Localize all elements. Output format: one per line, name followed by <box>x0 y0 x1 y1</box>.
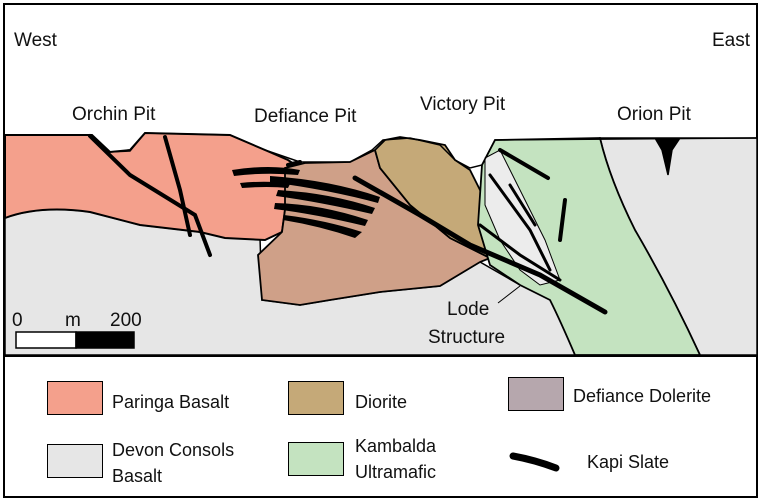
legend-label-paringa-basalt: Paringa Basalt <box>112 392 229 413</box>
legend-label-devon-consols-line2: Basalt <box>112 466 162 487</box>
legend-label-kambalda-line1: Kambalda <box>355 436 436 457</box>
legend-swatch-paringa-basalt <box>47 381 103 415</box>
legend-swatch-kambalda-ultramafic <box>288 442 344 476</box>
legend-label-diorite: Diorite <box>355 392 407 413</box>
structure-label: Structure <box>428 327 505 349</box>
kapi-slate-legend-symbol <box>513 456 556 468</box>
scale-start-label: 0 <box>12 310 23 332</box>
east-label: East <box>712 30 750 52</box>
scale-unit-label: m <box>65 310 81 332</box>
victory-pit-label: Victory Pit <box>420 94 505 116</box>
lode-label: Lode <box>447 299 489 321</box>
west-label: West <box>14 30 57 52</box>
legend-swatch-defiance-dolerite <box>508 377 564 411</box>
legend-label-defiance-dolerite: Defiance Dolerite <box>573 386 711 407</box>
orchin-pit-label: Orchin Pit <box>72 104 155 126</box>
scale-bar <box>16 332 134 348</box>
legend-label-devon-consols-line1: Devon Consols <box>112 440 234 461</box>
legend-label-kapi-slate: Kapi Slate <box>587 452 669 473</box>
scale-end-label: 200 <box>110 310 142 332</box>
legend-swatch-devon-consols-basalt <box>47 444 103 478</box>
legend-label-kambalda-line2: Ultramafic <box>355 462 436 483</box>
defiance-pit-label: Defiance Pit <box>254 106 356 128</box>
legend-swatch-diorite <box>288 381 344 415</box>
orion-pit-label: Orion Pit <box>617 104 691 126</box>
